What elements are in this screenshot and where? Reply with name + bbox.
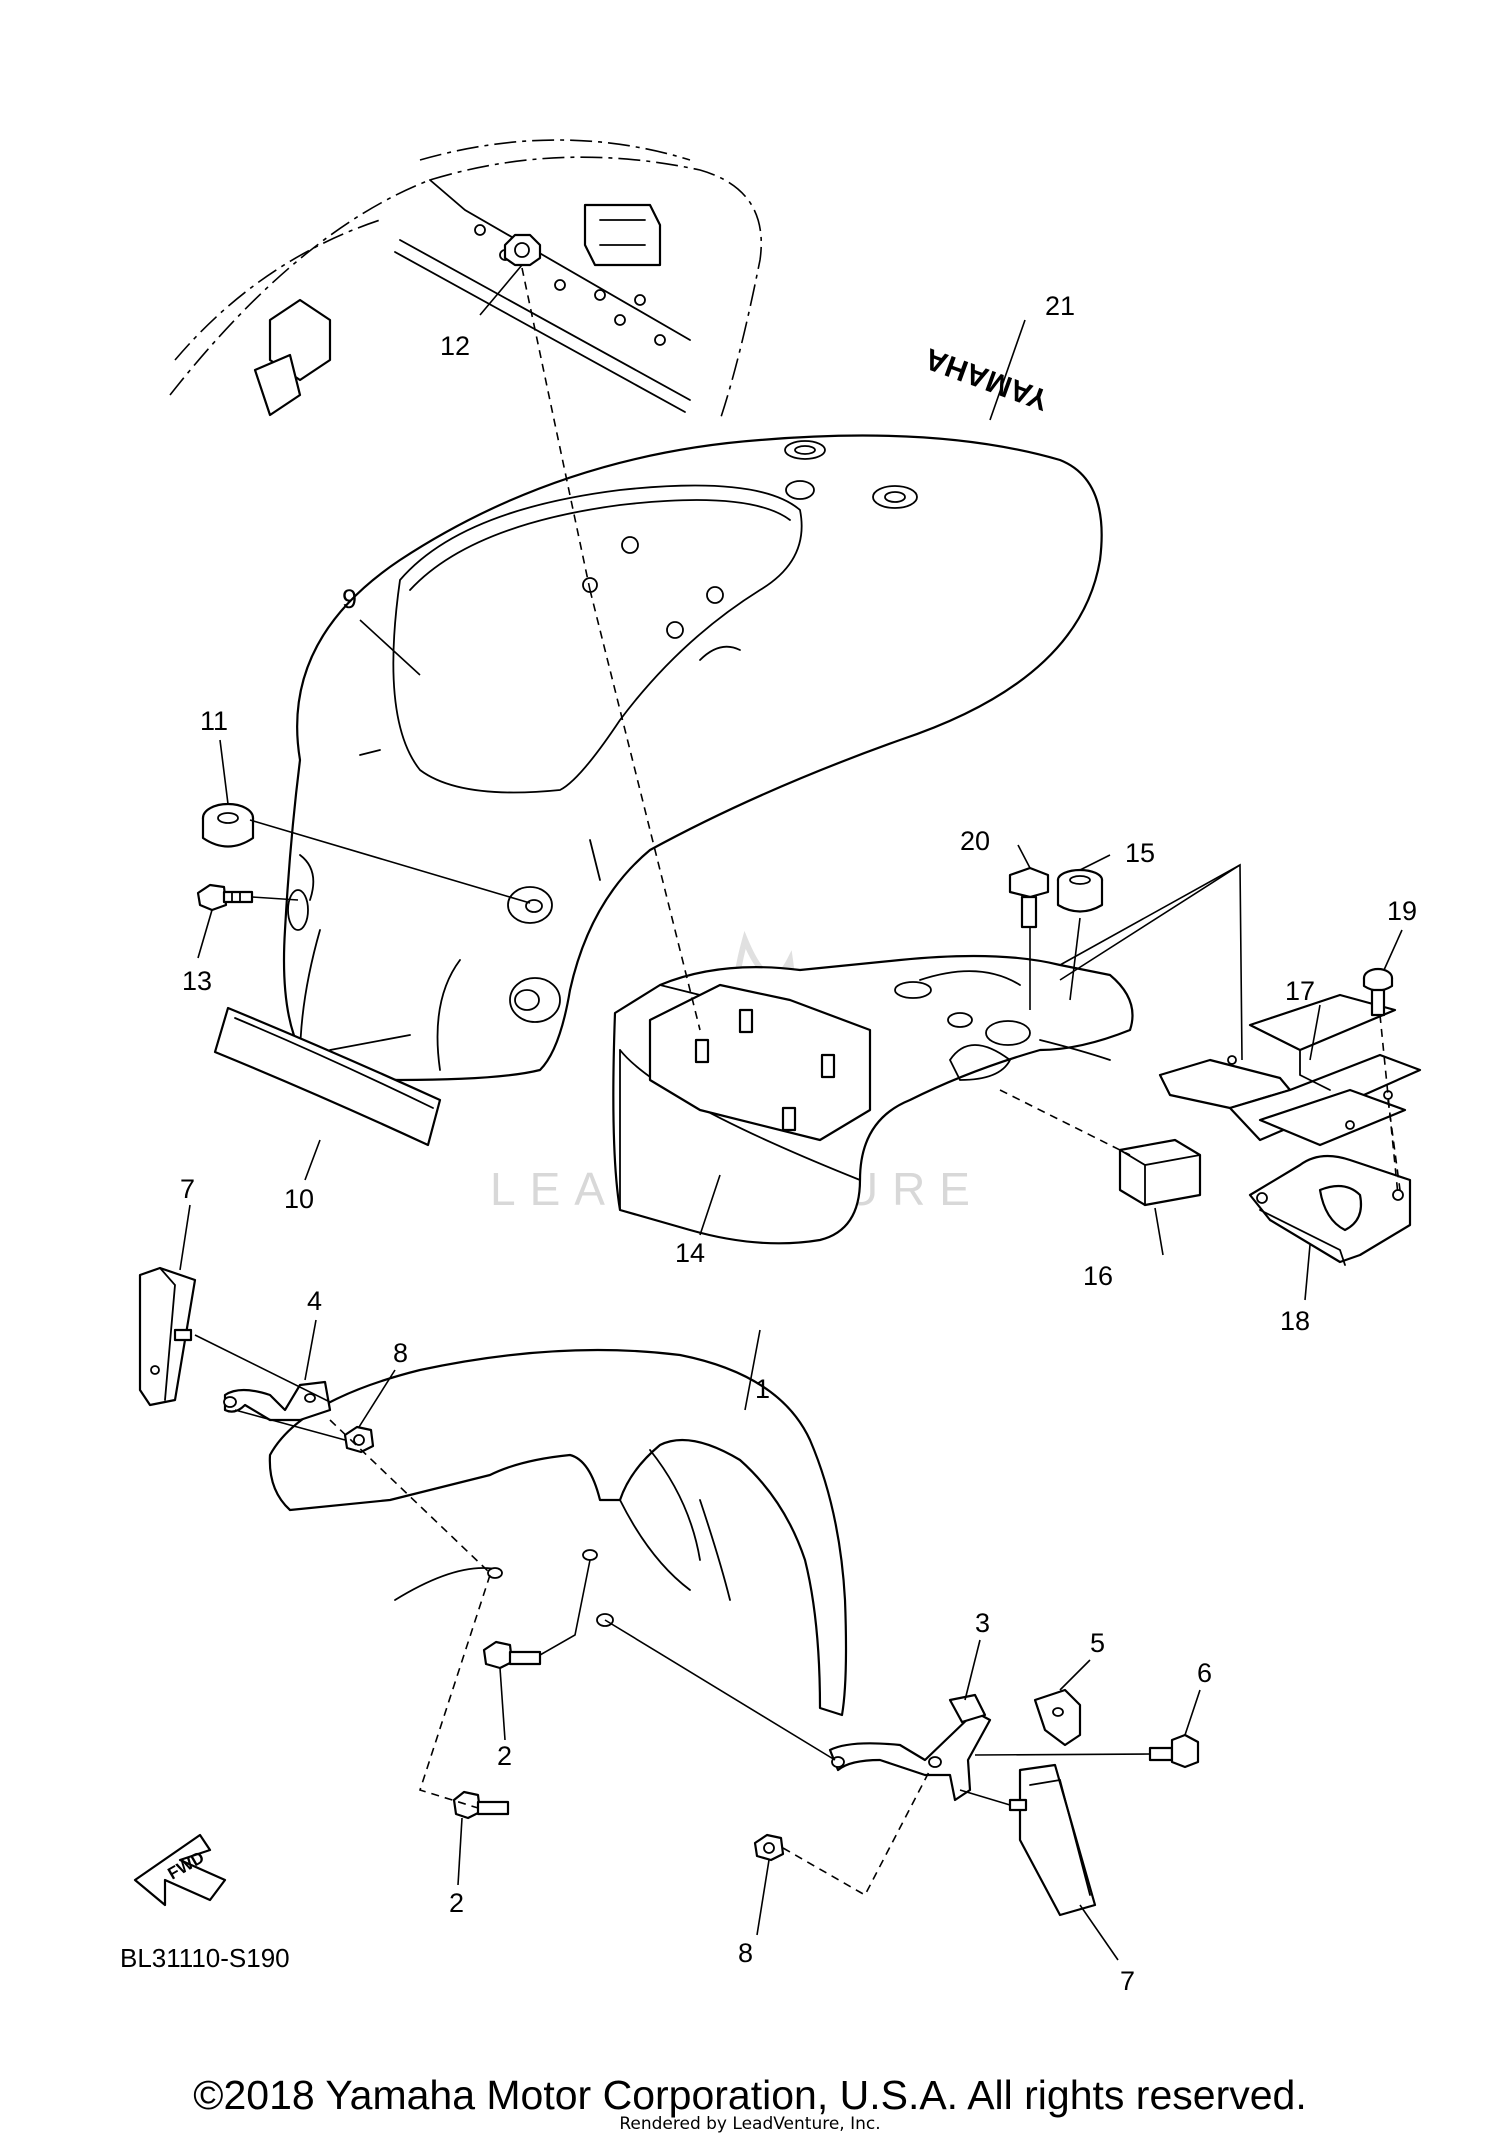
callout-9: 9 xyxy=(342,584,357,614)
part-7-reflector-upper xyxy=(138,1266,197,1407)
decal-text: YAMAHA xyxy=(921,341,1053,416)
callout-21: 21 xyxy=(1045,291,1075,321)
callout-2-upper: 2 xyxy=(497,1741,512,1771)
callout-18: 18 xyxy=(1280,1306,1310,1336)
part-20-bolt xyxy=(1008,866,1050,929)
part-8-nut-upper xyxy=(343,1425,375,1454)
part-4-bracket xyxy=(223,1380,332,1422)
part-5-bracket xyxy=(1033,1688,1082,1747)
part-18-plate xyxy=(1248,1154,1412,1266)
callout-11: 11 xyxy=(200,706,228,736)
part-7-reflector-lower xyxy=(1008,1763,1097,1917)
callout-6: 6 xyxy=(1197,1658,1212,1688)
connector-lines xyxy=(194,267,1401,1897)
callout-19: 19 xyxy=(1387,896,1417,926)
part-2-bolt-lower xyxy=(452,1790,510,1820)
frame-outline xyxy=(169,139,762,421)
copyright-notice: ©2018 Yamaha Motor Corporation, U.S.A. A… xyxy=(193,2072,1307,2118)
part-19-screw xyxy=(1362,967,1394,1017)
callout-7-lower: 7 xyxy=(1120,1966,1135,1996)
part-1-front-fender xyxy=(268,1348,848,1717)
part-8-nut-lower xyxy=(753,1833,785,1862)
callout-2-lower: 2 xyxy=(449,1888,464,1918)
fwd-arrow-icon: FWD xyxy=(133,1833,227,1907)
callout-5: 5 xyxy=(1090,1628,1105,1658)
part-14-liner xyxy=(612,954,1134,1245)
part-11-grommet xyxy=(201,802,543,913)
rendered-by-notice: Rendered by LeadVenture, Inc. xyxy=(619,2114,881,2134)
part-2-bolt-upper xyxy=(482,1640,542,1670)
part-16-block xyxy=(1118,1138,1202,1207)
callout-leaders xyxy=(179,264,1403,1961)
callout-10: 10 xyxy=(284,1184,314,1214)
callout-15: 15 xyxy=(1125,838,1155,868)
callout-12: 12 xyxy=(440,331,470,361)
callout-17: 17 xyxy=(1285,976,1315,1006)
part-21-decal: YAMAHA xyxy=(921,341,1053,416)
part-12-nut xyxy=(503,233,542,267)
part-17-bracket xyxy=(1158,993,1422,1147)
part-3-bracket xyxy=(828,1693,992,1802)
callout-8-upper: 8 xyxy=(393,1338,408,1368)
callout-4: 4 xyxy=(307,1286,322,1316)
diagram-code: BL31110-S190 xyxy=(120,1943,290,1973)
callout-20: 20 xyxy=(960,826,990,856)
part-6-bolt xyxy=(1148,1733,1200,1769)
callout-1: 1 xyxy=(755,1374,770,1404)
callout-13: 13 xyxy=(182,966,212,996)
callout-labels: 1 2 2 3 4 5 6 7 7 8 8 9 10 11 12 13 14 1… xyxy=(180,291,1417,1996)
callout-16: 16 xyxy=(1083,1261,1113,1291)
part-15-grommet xyxy=(1056,868,1104,913)
part-10-strip xyxy=(213,1006,442,1147)
callout-7-upper: 7 xyxy=(180,1174,195,1204)
callout-8-lower: 8 xyxy=(738,1938,753,1968)
callout-3: 3 xyxy=(975,1608,990,1638)
callout-14: 14 xyxy=(675,1238,705,1268)
